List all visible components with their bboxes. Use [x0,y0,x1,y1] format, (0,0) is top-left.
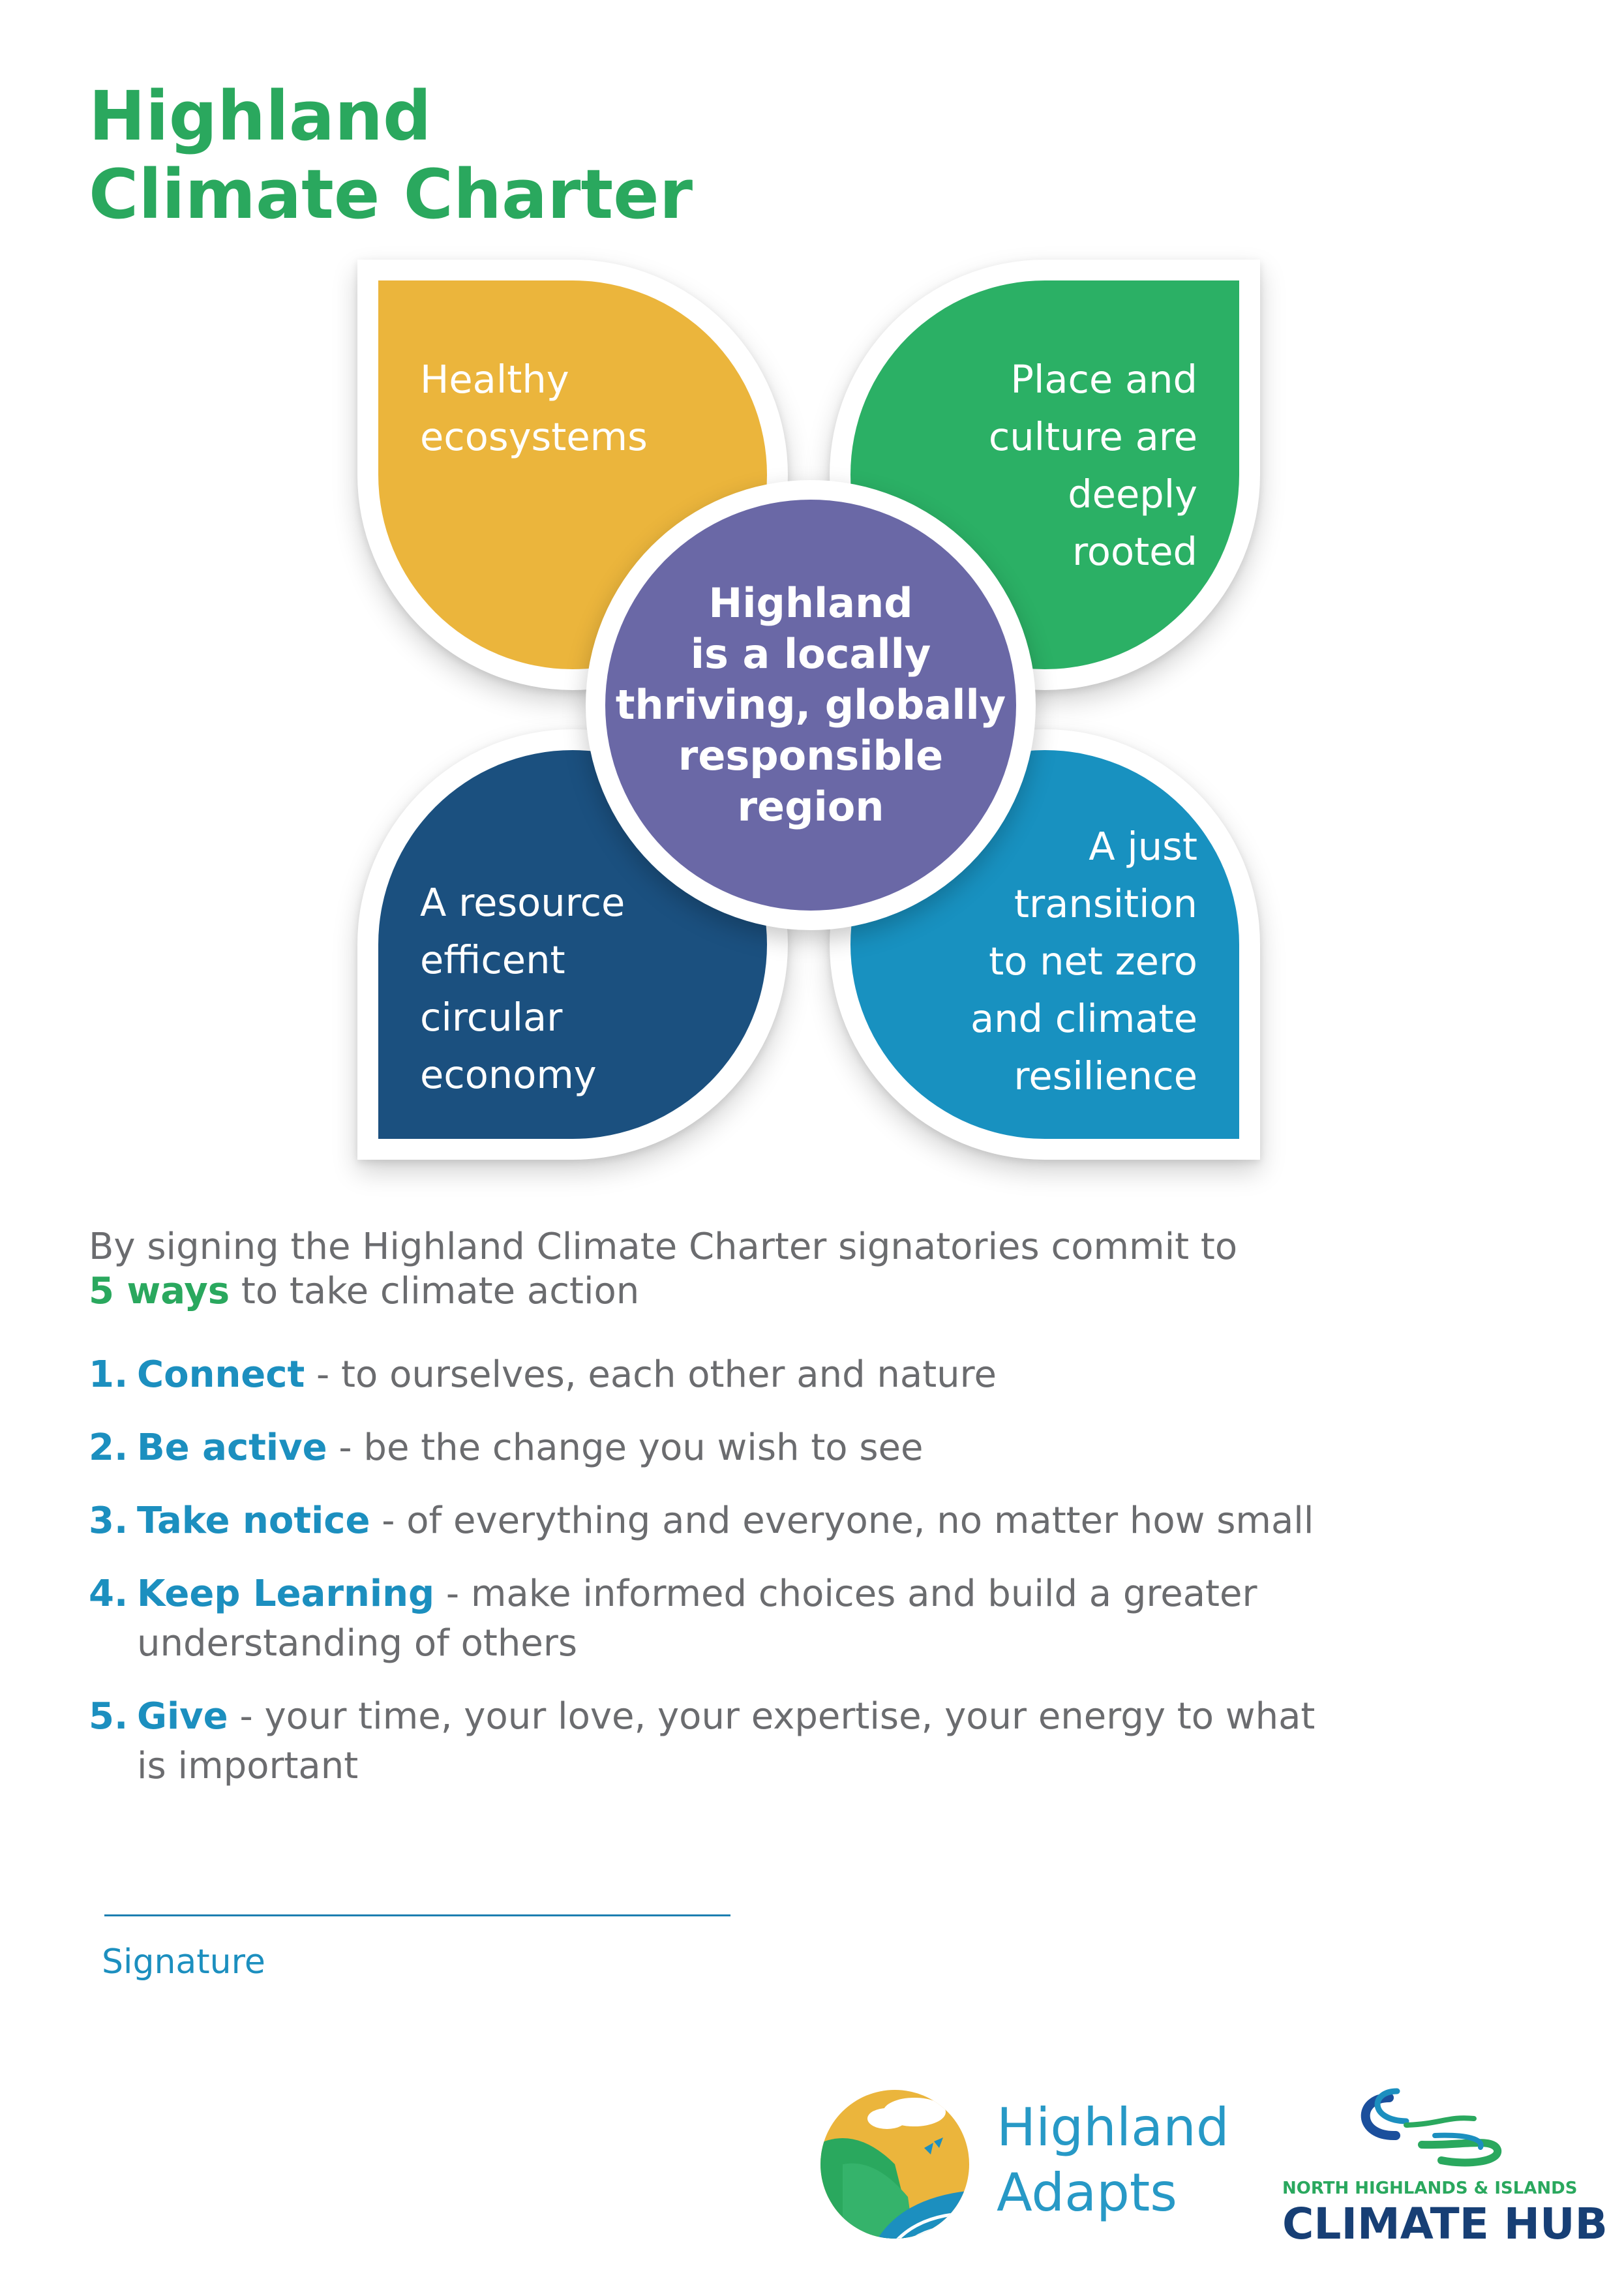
petal-text: Healthy ecosystems [420,357,648,459]
signature-label: Signature [102,1942,265,1982]
page-title: Highland Climate Charter [89,77,693,234]
center-circle: Highland is a locally thriving, globally… [586,480,1036,930]
climate-hub-swirl-icon [1361,2088,1502,2167]
charter-flower-diagram: Healthy ecosystems Place and culture are… [357,260,1260,1160]
signature-line[interactable] [104,1914,730,1916]
five-ways-highlight: 5 ways [89,1270,230,1312]
highland-adapts-logo-icon [820,2090,969,2239]
list-item: 2.Be active - be the change you wish to … [89,1427,924,1469]
title-line-2: Climate Charter [89,155,693,234]
list-item: 4.Keep Learning - make informed choices … [89,1573,1257,1665]
petal-text: Place and culture are deeply rooted [988,357,1197,574]
center-statement: Highland is a locally thriving, globally… [615,579,1006,830]
list-item: 1.Connect - to ourselves, each other and… [89,1353,997,1396]
highland-adapts-wordmark: Highland Adapts [997,2097,1229,2223]
climate-hub-title: CLIMATE HUB [1282,2199,1608,2249]
title-line-1: Highland [89,76,432,156]
list-item: 3.Take notice - of everything and everyo… [89,1500,1314,1542]
commitment-intro: By signing the Highland Climate Charter … [89,1226,1238,1312]
petal-text: A just transition to net zero and climat… [970,824,1197,1098]
petal-text: A resource efficent circular economy [420,880,625,1097]
climate-hub-subtitle: NORTH HIGHLANDS & ISLANDS [1282,2179,1578,2198]
petal-healthy-ecosystems: Healthy ecosystems [357,260,788,690]
list-item: 5.Give - your time, your love, your expe… [89,1695,1316,1787]
